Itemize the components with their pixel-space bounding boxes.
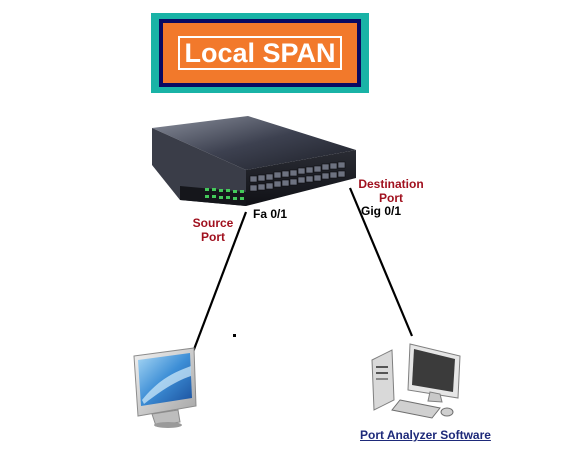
destination-link-line <box>348 187 414 337</box>
title-fill: Local SPAN <box>163 23 357 83</box>
destination-port-label: Destination Port <box>350 177 432 205</box>
title-banner: Local SPAN <box>151 13 369 93</box>
network-switch-icon <box>152 116 356 206</box>
source-port-label-line1: Source <box>192 216 234 230</box>
port-analyzer-link[interactable]: Port Analyzer Software <box>360 428 491 442</box>
source-link-line <box>191 211 248 353</box>
destination-port-label-line2: Port <box>379 191 403 205</box>
destination-port-label-line1: Destination <box>358 177 424 191</box>
monitor-icon <box>133 347 197 428</box>
title-frame: Local SPAN <box>159 19 361 87</box>
diagram-title: Local SPAN <box>178 36 342 70</box>
stray-dot <box>233 334 236 337</box>
source-port-label-line2: Port <box>201 230 225 244</box>
desktop-computer-icon <box>371 343 461 419</box>
source-interface-label: Fa 0/1 <box>253 207 288 221</box>
destination-interface-label: Gig 0/1 <box>361 204 402 218</box>
source-port-label: Source Port <box>186 216 240 244</box>
